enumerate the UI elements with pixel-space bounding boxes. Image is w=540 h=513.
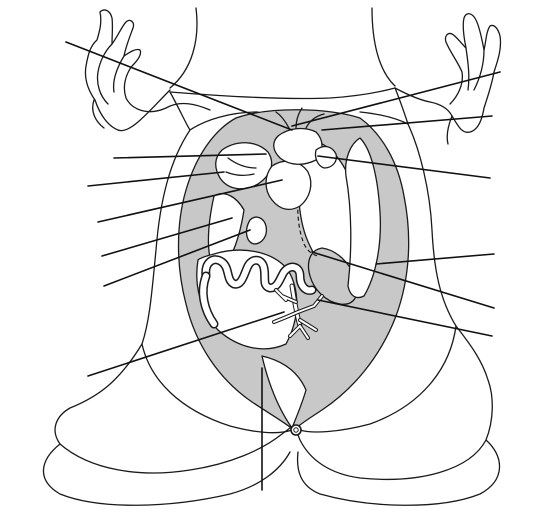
right-hand (447, 48, 484, 144)
leader-line-1 (66, 42, 292, 130)
left-forelimb (85, 10, 210, 131)
right-hindlimb (298, 440, 500, 505)
chest-flap-right (360, 112, 408, 124)
shoulder-line (170, 88, 395, 99)
left-hand (93, 44, 124, 128)
right-forelimb (395, 14, 501, 133)
head-outline (170, 8, 395, 88)
left-hindlimb (43, 444, 290, 505)
heart-upper (274, 129, 322, 165)
cloaca-opening (291, 425, 301, 435)
